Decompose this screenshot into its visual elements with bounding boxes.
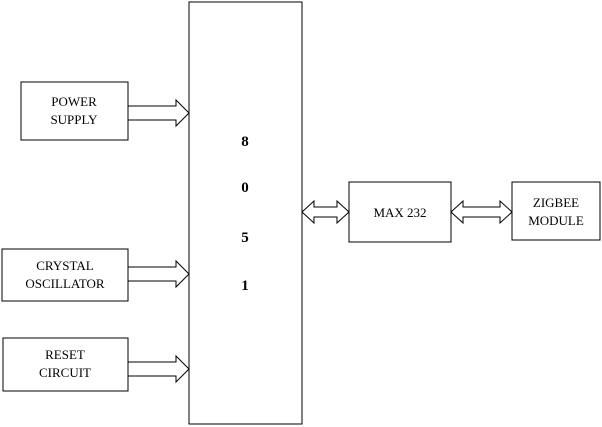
power-supply-label-line2: SUPPLY xyxy=(50,112,98,127)
reset-circuit-label-line1: RESET xyxy=(45,347,85,362)
mcu-digit-5: 5 xyxy=(241,230,249,246)
reset-circuit-arrow xyxy=(127,354,190,384)
crystal-oscillator-block xyxy=(1,248,129,302)
crystal-oscillator-label-line1: CRYSTAL xyxy=(36,258,94,273)
mcu-digit-8: 8 xyxy=(241,134,249,150)
mcu-digit-0: 0 xyxy=(241,180,249,196)
mcu-max232-bidirectional-arrow xyxy=(301,199,350,225)
crystal-oscillator-label-line2: OSCILLATOR xyxy=(25,276,105,291)
max232-block xyxy=(348,181,452,243)
power-supply-arrow xyxy=(127,98,190,128)
reset-circuit-block xyxy=(2,337,129,392)
mcu-digit-1: 1 xyxy=(241,278,249,294)
reset-circuit-label-line2: CIRCUIT xyxy=(39,365,91,380)
power-supply-block xyxy=(20,81,129,141)
crystal-oscillator-arrow xyxy=(127,259,190,289)
max232-label: MAX 232 xyxy=(373,205,426,220)
zigbee-module-block xyxy=(511,181,601,241)
zigbee-label-line1: ZIGBEE xyxy=(533,195,579,210)
microcontroller-8051-block xyxy=(188,1,303,425)
max232-zigbee-bidirectional-arrow xyxy=(450,199,513,225)
zigbee-label-line2: MODULE xyxy=(528,213,584,228)
power-supply-label-line1: POWER xyxy=(51,94,97,109)
